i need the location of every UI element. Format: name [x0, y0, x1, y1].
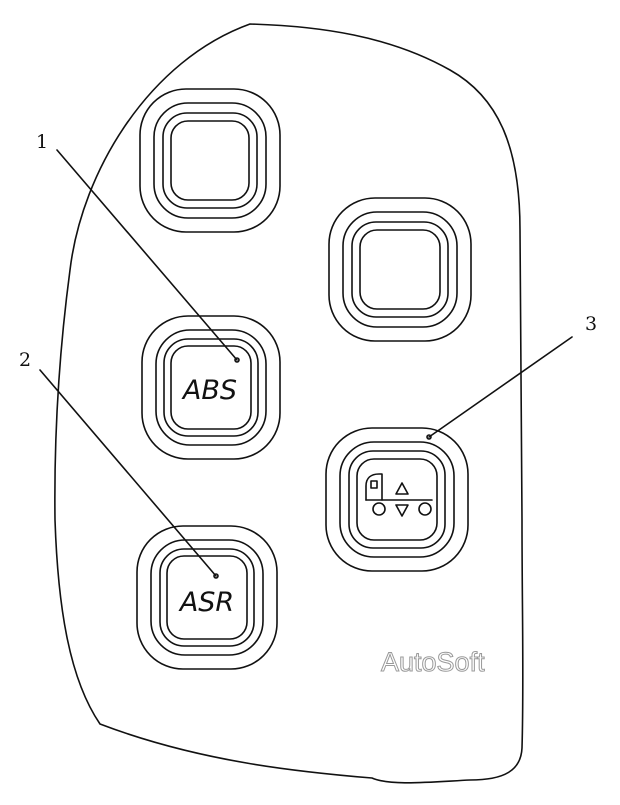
- panel-outline: [54, 23, 524, 784]
- truck-lift-axle-icon: [365, 473, 433, 517]
- abs-indicator-dot: [234, 357, 240, 363]
- abs-button[interactable]: ABS: [141, 315, 281, 460]
- callout-line-1: [56, 149, 238, 361]
- blank-button-top[interactable]: [139, 88, 281, 233]
- asr-label: ASR: [178, 587, 234, 618]
- blank-square-icon: [170, 120, 250, 201]
- blank-button-right[interactable]: [328, 197, 472, 342]
- abs-label: ABS: [181, 375, 237, 406]
- callout-number-3: 3: [585, 313, 597, 335]
- asr-button[interactable]: ASR: [136, 525, 278, 670]
- asr-indicator-dot: [213, 573, 219, 579]
- callout-line-3: [428, 336, 573, 438]
- truck-lift-axle-button[interactable]: [325, 427, 469, 572]
- watermark: AutoSoft: [381, 647, 485, 677]
- truck-indicator-dot: [426, 434, 432, 440]
- callout-number-2: 2: [19, 349, 31, 371]
- blank-square-icon: [359, 229, 441, 310]
- callout-line-2: [39, 369, 217, 577]
- callout-number-1: 1: [36, 131, 48, 153]
